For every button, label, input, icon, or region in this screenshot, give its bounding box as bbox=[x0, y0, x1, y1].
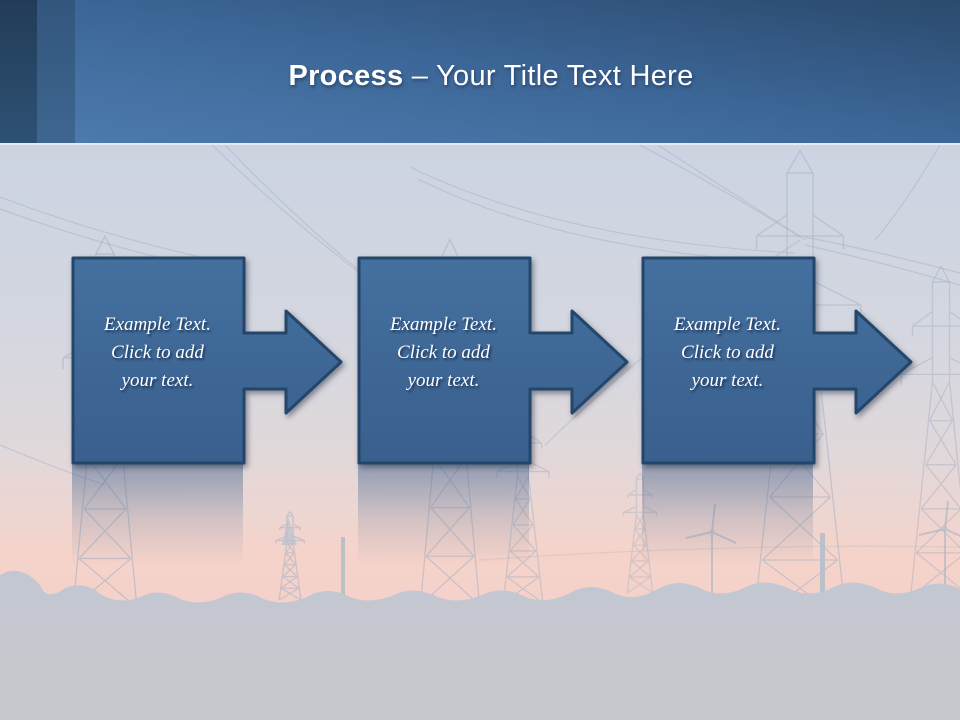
title-text: Your Title Text Here bbox=[436, 60, 694, 92]
title-emphasis: Process bbox=[288, 60, 404, 92]
accent-bar-dark bbox=[0, 0, 37, 143]
page-title[interactable]: Process – Your Title Text Here bbox=[288, 46, 693, 93]
process-step-3[interactable]: Example Text. Click to add your text. bbox=[641, 256, 918, 469]
distant-structure bbox=[282, 517, 297, 545]
step-text-line: your text. bbox=[121, 370, 194, 391]
step-text-placeholder[interactable]: Example Text. Click to add your text. bbox=[72, 257, 243, 462]
box-reflection bbox=[358, 464, 529, 564]
chimney-silhouette bbox=[341, 537, 345, 595]
process-step-2[interactable]: Example Text. Click to add your text. bbox=[357, 256, 634, 469]
accent-bar-medium bbox=[37, 0, 75, 143]
box-reflection bbox=[642, 464, 813, 564]
step-text-line: Example Text. bbox=[390, 314, 497, 335]
step-text-line: Example Text. bbox=[674, 314, 781, 335]
box-reflection bbox=[72, 464, 243, 564]
title-bar: Process – Your Title Text Here bbox=[0, 0, 960, 145]
step-text-line: Click to add bbox=[111, 342, 204, 363]
step-text-line: your text. bbox=[407, 370, 480, 391]
step-text-line: Click to add bbox=[397, 342, 490, 363]
step-text-line: Example Text. bbox=[104, 314, 211, 335]
step-text-placeholder[interactable]: Example Text. Click to add your text. bbox=[358, 257, 529, 462]
process-step-1[interactable]: Example Text. Click to add your text. bbox=[71, 256, 348, 469]
ground-fog bbox=[0, 570, 960, 720]
step-text-line: Click to add bbox=[681, 342, 774, 363]
step-text-placeholder[interactable]: Example Text. Click to add your text. bbox=[642, 257, 813, 462]
chimney-silhouette bbox=[820, 533, 825, 603]
step-text-line: your text. bbox=[691, 370, 764, 391]
title-separator: – bbox=[403, 60, 437, 92]
